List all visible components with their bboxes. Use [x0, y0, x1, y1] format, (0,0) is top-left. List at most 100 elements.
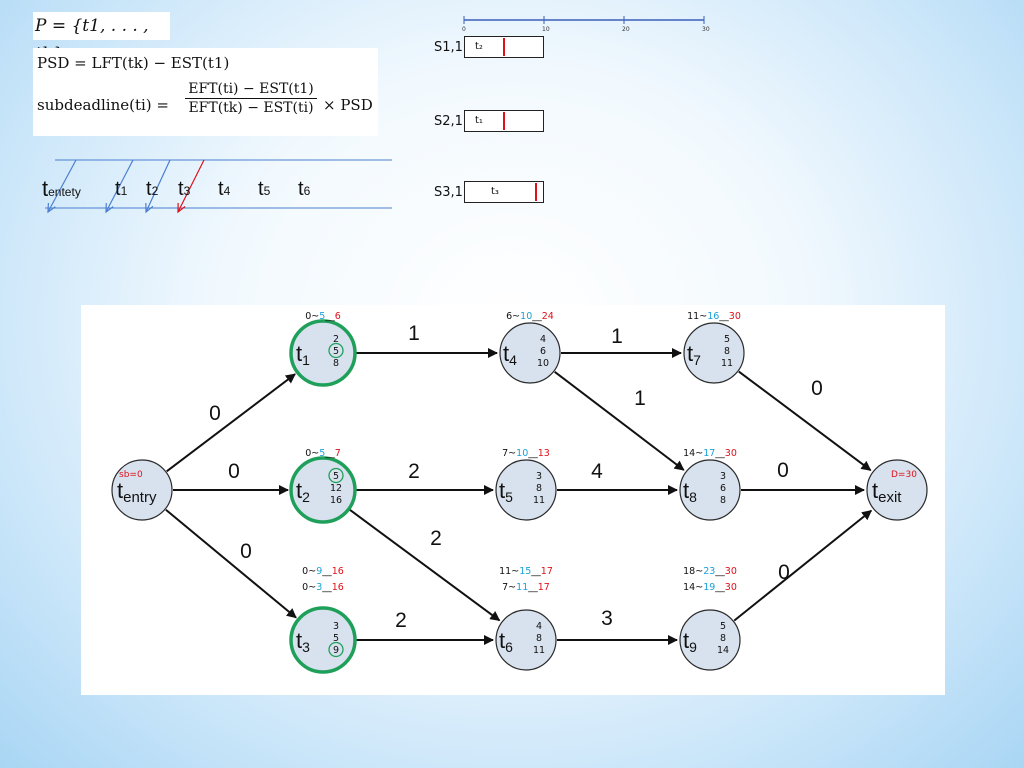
- sequence-task-1: t1: [115, 178, 127, 201]
- node-label: t6: [499, 628, 513, 655]
- node-time-window: 7~10__13: [502, 448, 550, 459]
- time-finish: 23: [703, 566, 715, 577]
- time-start: 0~: [302, 582, 316, 593]
- edge-weight-label: 0: [778, 561, 790, 584]
- edge-entry-t3: 0: [165, 509, 297, 619]
- node-label-sub: entry: [123, 489, 157, 506]
- node-time-window: 0~5__6: [305, 311, 341, 322]
- time-start: 0~: [302, 566, 316, 577]
- node-duration: 16: [330, 495, 342, 506]
- time-start: 7~: [502, 448, 516, 459]
- subdeadline-fraction: EFT(ti) − EST(t1) EFT(tk) − EST(ti): [185, 81, 317, 116]
- edge-t8-exit: 0: [741, 459, 865, 495]
- gantt-deadline-marker: [503, 38, 505, 56]
- time-separator: __: [527, 448, 538, 459]
- sequence-task-sub: 4: [223, 184, 231, 198]
- time-finish: 15: [519, 566, 531, 577]
- subdeadline-denominator: EFT(tk) − EST(ti): [188, 100, 314, 116]
- node-label: t8: [683, 478, 697, 505]
- node-duration: 6: [720, 483, 726, 494]
- time-finish: 5: [319, 448, 325, 459]
- time-start: 14~: [683, 582, 703, 593]
- gantt-tick-label: 10: [542, 26, 550, 33]
- node-duration: 5: [333, 471, 339, 482]
- node-duration: 5: [724, 334, 730, 345]
- gantt-tick-label: 30: [702, 26, 710, 33]
- sequence-task-main: t: [258, 178, 264, 200]
- gantt-deadline-marker: [503, 112, 505, 130]
- node-duration: 8: [333, 358, 339, 369]
- node-time-window: 7~11__17: [502, 582, 550, 593]
- node-label-main: t: [499, 628, 505, 653]
- node-duration: 10: [537, 358, 549, 369]
- time-deadline: 13: [538, 448, 550, 459]
- node-circle: [679, 459, 741, 521]
- time-finish: 10: [516, 448, 528, 459]
- time-start: 0~: [305, 311, 319, 322]
- time-start: 11~: [499, 566, 519, 577]
- subdeadline-numerator: EFT(ti) − EST(t1): [185, 81, 317, 99]
- edge-t1-t4: 1: [356, 322, 498, 358]
- node-label-sub: 4: [509, 352, 517, 368]
- time-deadline: 16: [332, 566, 344, 577]
- node-label-main: t: [296, 628, 302, 653]
- time-start: 18~: [683, 566, 703, 577]
- time-start: 14~: [683, 448, 703, 459]
- sequence-task-main: t: [298, 178, 304, 200]
- node-duration: 8: [720, 633, 726, 644]
- sequence-arrow-3: [145, 159, 171, 214]
- sequence-entry: tentety: [42, 176, 81, 202]
- time-finish: 3: [316, 582, 322, 593]
- sequence-task-2: t2: [146, 178, 158, 201]
- node-duration: 8: [724, 346, 730, 357]
- node-label-sub: 3: [302, 639, 310, 655]
- sequence-task-4: t4: [218, 178, 230, 201]
- node-label-sub: exit: [878, 489, 902, 506]
- edge-weight-label: 1: [634, 387, 646, 410]
- time-deadline: 30: [725, 566, 737, 577]
- selected-duration-ring: [328, 467, 344, 484]
- node-duration: 11: [721, 358, 733, 369]
- node-duration: 6: [540, 346, 546, 357]
- time-start: 6~: [506, 311, 520, 322]
- time-separator: __: [714, 582, 725, 593]
- time-separator: __: [714, 566, 725, 577]
- time-deadline: 17: [538, 582, 550, 593]
- node-label-main: t: [117, 478, 123, 503]
- subdeadline-formula-box: PSD = LFT(tk) − EST(t1) subdeadline(ti) …: [33, 48, 378, 136]
- psd-formula: PSD = LFT(tk) − EST(t1): [37, 54, 230, 72]
- edge-weight-label: 1: [611, 325, 623, 348]
- edge-weight-label: 0: [811, 377, 823, 400]
- node-duration: 5: [720, 621, 726, 632]
- node-duration: 11: [533, 645, 545, 656]
- time-deadline: 6: [335, 311, 341, 322]
- node-time-window: 0~3__16: [302, 582, 344, 593]
- time-separator: __: [531, 311, 542, 322]
- node-time-window: 14~19__30: [683, 582, 737, 593]
- node-time-window: 11~15__17: [499, 566, 553, 577]
- node-label-sub: 5: [505, 489, 513, 505]
- node-note: sb=0: [119, 470, 143, 480]
- gantt-axis: [463, 16, 705, 24]
- sequence-task-main: t: [178, 178, 184, 200]
- node-label-main: t: [503, 341, 509, 366]
- time-separator: __: [324, 448, 335, 459]
- node-circle: [499, 322, 561, 384]
- node-circle: [866, 459, 928, 521]
- node-label: tentry: [117, 478, 157, 506]
- time-finish: 11: [516, 582, 528, 593]
- time-separator: __: [321, 582, 332, 593]
- node-label-main: t: [872, 478, 878, 503]
- edge-weight-label: 0: [777, 459, 789, 482]
- edge-entry-t1: 0: [166, 373, 296, 473]
- edge-weight-label: 2: [408, 460, 420, 483]
- node-label-main: t: [296, 341, 302, 366]
- sequence-task-sub: 2: [151, 184, 159, 198]
